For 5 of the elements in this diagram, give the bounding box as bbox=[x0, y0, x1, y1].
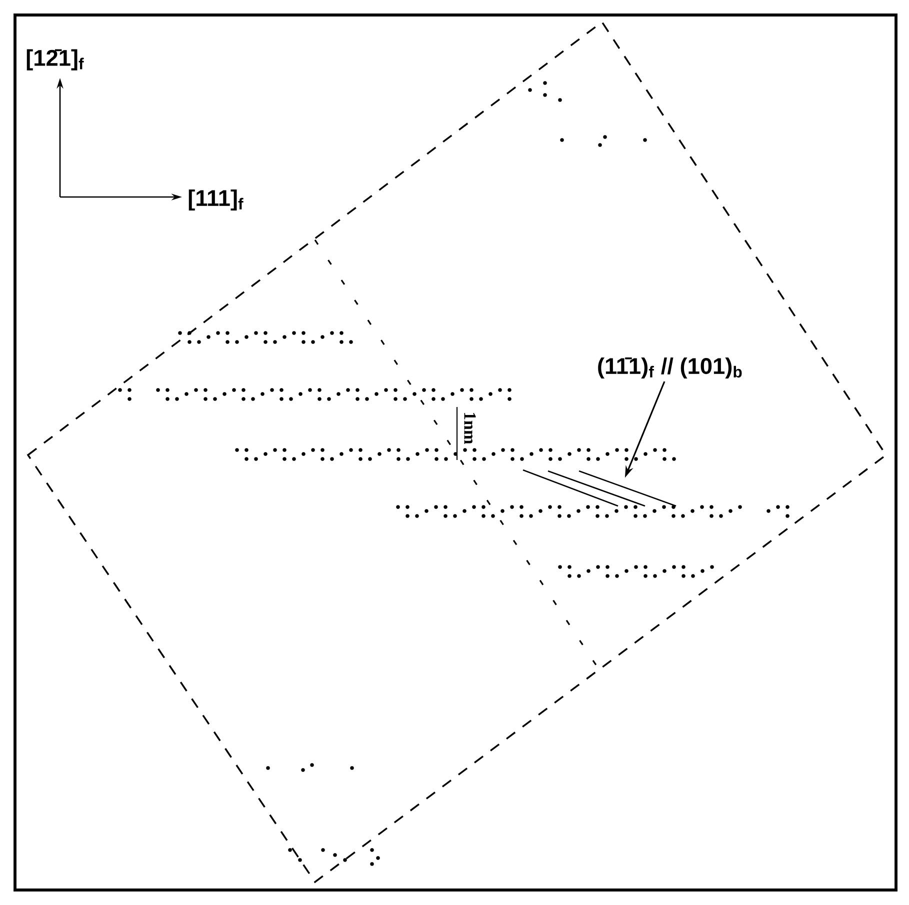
scale-label: 1nm bbox=[464, 413, 476, 444]
axis-label: [111]$_{f}$ bbox=[188, 189, 244, 211]
plane-lines bbox=[522, 469, 676, 507]
plane-label: (11̄1)$_{f}$ // (101)$_{b}$ bbox=[598, 357, 742, 379]
axis-label: [12̄1]$_{f}$ bbox=[26, 49, 84, 70]
